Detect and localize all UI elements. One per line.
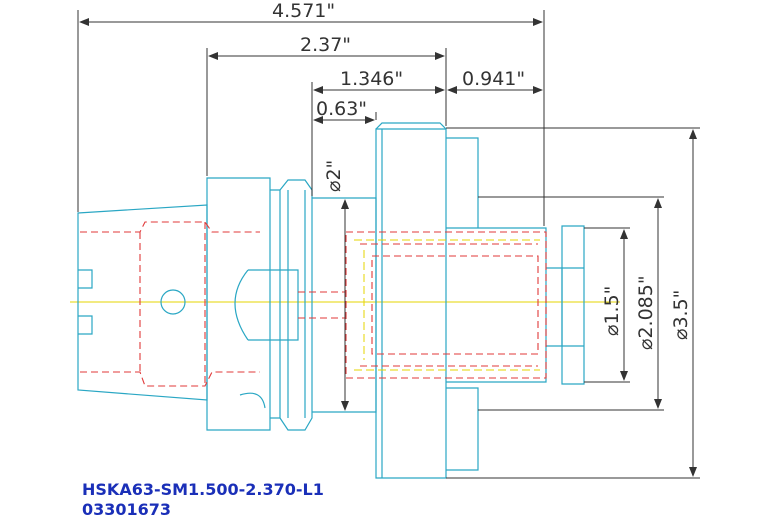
tool-holder-outline — [77, 122, 585, 479]
dim-neck-diameter: ⌀2" — [323, 160, 345, 192]
dim-head-length: 0.941" — [462, 68, 525, 90]
coolant-lines — [354, 239, 540, 371]
item-code: 03301673 — [82, 500, 172, 519]
dimension-labels: 4.571" 2.37" 1.346" 0.941" 0.63" ⌀2" ⌀1.… — [272, 0, 692, 350]
part-number: HSKA63-SM1.500-2.370-L1 — [82, 480, 324, 499]
dim-bore-diameter: ⌀1.5" — [601, 286, 623, 336]
dim-pilot-diameter: ⌀2.085" — [635, 275, 657, 350]
dimension-lines — [79, 18, 697, 477]
dim-flange-offset: 0.63" — [316, 98, 367, 120]
dim-gauge-length: 2.37" — [300, 34, 351, 56]
dim-head-diameter: ⌀3.5" — [670, 290, 692, 340]
extension-lines — [77, 10, 700, 479]
dim-body-length: 1.346" — [340, 68, 403, 90]
dim-overall-length: 4.571" — [272, 0, 335, 22]
hidden-features — [80, 221, 547, 387]
